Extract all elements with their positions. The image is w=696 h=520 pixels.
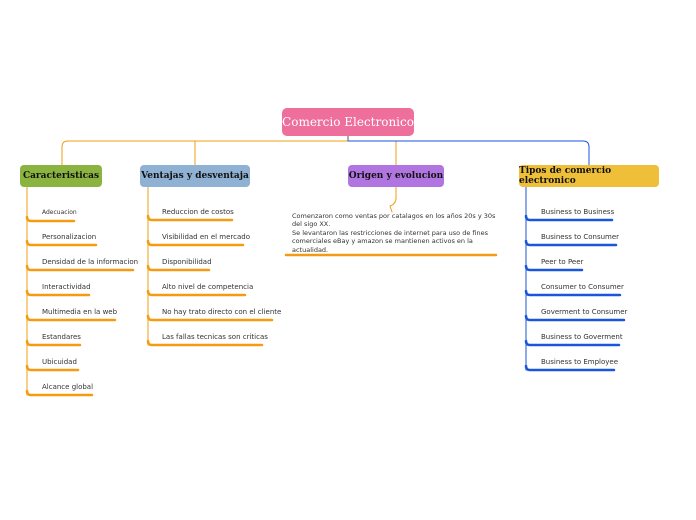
leaf-underline [524, 314, 626, 322]
leaf-item[interactable]: Business to Employee [541, 358, 619, 366]
paragraph-line: del sigo XX. [292, 220, 331, 229]
paragraph-line: actualidad. [292, 245, 329, 254]
leaf-underline [524, 239, 618, 247]
leaf-item[interactable]: Alcance global [42, 383, 94, 391]
leaf-item[interactable]: Business to Business [541, 208, 615, 216]
leaf-item[interactable]: Adecuacion [42, 209, 77, 216]
leaf-item[interactable]: Personalizacion [42, 233, 97, 241]
leaf-underline [25, 264, 135, 272]
root-node[interactable]: Comercio Electronico [282, 108, 414, 136]
branch-origen[interactable]: Origen y evolucion [348, 165, 444, 187]
leaf-item[interactable]: Densidad de la informacion [42, 258, 139, 266]
leaf-underline [146, 339, 264, 347]
branch-caracteristicas[interactable]: Caracteristicas [20, 165, 102, 187]
branch-label: Origen y evolucion [348, 171, 444, 181]
branch-label: Tipos de comercio electronico [519, 166, 612, 186]
leaf-item[interactable]: Business to Consumer [541, 233, 620, 241]
leaf-item[interactable]: Interactividad [42, 283, 91, 291]
connector-line [347, 140, 397, 166]
branch-tipos[interactable]: Tipos de comercio electronico [519, 165, 659, 187]
branch-ventajas[interactable]: Ventajas y desventaja [140, 165, 250, 187]
leaf-underline [146, 239, 245, 247]
leaf-underline [146, 314, 274, 322]
leaf-item[interactable]: Business to Goverment [541, 333, 623, 341]
root-label: Comercio Electronico [282, 115, 414, 129]
leaf-item[interactable]: Consumer to Consumer [541, 283, 624, 291]
leaf-item[interactable]: Goverment to Consumer [541, 308, 628, 316]
leaf-item[interactable]: Ubicuidad [42, 358, 77, 366]
paragraph-line: comerciales eBay y amazon se mantienen a… [292, 237, 473, 246]
leaf-underline [25, 215, 76, 223]
connector-line [61, 140, 349, 166]
leaf-item[interactable]: Multimedia en la web [42, 308, 118, 316]
leaf-item[interactable]: Visibilidad en el mercado [162, 233, 251, 241]
paragraph-line: Comenzaron como ventas por catalagos en … [292, 212, 496, 220]
leaf-underline [524, 214, 614, 222]
leaf-item[interactable]: Las fallas tecnicas son criticas [162, 333, 268, 341]
connector-line [347, 140, 590, 166]
leaf-item[interactable]: Reduccion de costos [162, 208, 234, 216]
leaf-item[interactable]: Disponibilidad [162, 258, 212, 266]
leaf-underline [524, 289, 622, 297]
branch-label: Ventajas y desventaja [141, 171, 249, 181]
leaf-underline [524, 339, 621, 347]
leaf-underline [25, 389, 94, 397]
leaf-underline [524, 264, 584, 272]
leaf-underline [524, 364, 616, 372]
branch-trunk-line [389, 186, 397, 213]
leaf-underline [146, 264, 211, 272]
leaf-item[interactable]: Estandares [42, 333, 81, 341]
branch-label: Caracteristicas [22, 171, 100, 181]
leaf-underline [25, 339, 82, 347]
leaf-underline [25, 289, 91, 297]
leaf-item[interactable]: Peer to Peer [541, 258, 584, 266]
leaf-item[interactable]: No hay trato directo con el cliente [162, 308, 282, 316]
origen-paragraph[interactable]: Comenzaron como ventas por catalagos en … [292, 212, 496, 254]
leaf-underline [146, 214, 234, 222]
paragraph-line: Se levantaron las restricciones de inter… [292, 228, 488, 237]
leaf-underline [146, 289, 247, 297]
connector-line [194, 140, 349, 166]
leaf-underline [25, 239, 98, 247]
leaf-underline [25, 314, 117, 322]
leaf-underline [25, 364, 80, 372]
leaf-item[interactable]: Alto nivel de competencia [162, 283, 254, 291]
